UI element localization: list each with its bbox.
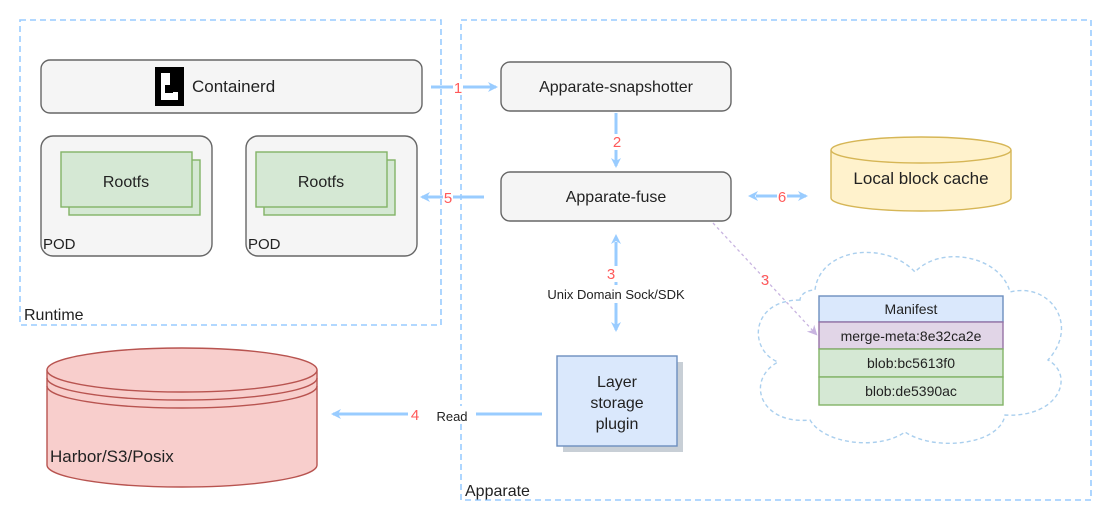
snapshotter-node: Apparate-snapshotter: [500, 61, 732, 112]
runtime-group-label: Runtime: [24, 307, 84, 324]
fuse-label: Apparate-fuse: [566, 189, 667, 206]
manifest-row-blob-1: blob:bc5613f0: [867, 355, 955, 371]
containerd-label: Containerd: [192, 77, 275, 96]
pod-2-rootfs-label: Rootfs: [298, 174, 344, 191]
edge-1: 1: [431, 79, 498, 97]
containerd-logo-icon: [155, 67, 184, 106]
runtime-group: Runtime: [19, 19, 442, 326]
edge-4-number: 4: [411, 407, 419, 424]
fuse-node: Apparate-fuse: [500, 171, 732, 222]
edge-3-manifest: 3: [712, 222, 818, 336]
snapshotter-label: Apparate-snapshotter: [539, 79, 694, 96]
manifest-row-merge-meta: merge-meta:8e32ca2e: [841, 328, 982, 344]
pod-1: Rootfs POD: [40, 135, 213, 257]
edge-2-number: 2: [613, 134, 621, 151]
pod-1-rootfs-label: Rootfs: [103, 174, 149, 191]
pod-1-label: POD: [43, 236, 76, 253]
containerd-node: Containerd: [40, 59, 423, 114]
layer-plugin-line-2: storage: [590, 395, 643, 412]
apparate-group: Apparate: [460, 19, 1092, 501]
edge-2: 2: [611, 113, 621, 168]
apparate-group-label: Apparate: [465, 483, 530, 500]
local-block-cache-label: Local block cache: [853, 169, 988, 188]
edge-3-manifest-number: 3: [761, 272, 769, 289]
edge-6: 6: [748, 188, 808, 206]
remote-storage-node: Harbor/S3/Posix: [46, 347, 318, 488]
pod-2-label: POD: [248, 236, 281, 253]
local-block-cache-node: Local block cache: [830, 136, 1012, 212]
manifest-header: Manifest: [885, 301, 938, 317]
edge-6-number: 6: [778, 189, 786, 206]
edge-5-number: 5: [444, 190, 452, 207]
layer-plugin-line-3: plugin: [596, 416, 639, 433]
edge-5: 5: [420, 189, 484, 207]
edge-3-sock: 3 Unix Domain Sock/SDK: [522, 234, 710, 332]
edge-3-sock-number: 3: [607, 266, 615, 283]
edge-4-label: Read: [436, 409, 467, 424]
edge-1-number: 1: [454, 80, 462, 97]
layer-storage-plugin-node: Layer storage plugin: [556, 355, 683, 452]
remote-storage-label: Harbor/S3/Posix: [50, 447, 174, 466]
edge-3-sock-label: Unix Domain Sock/SDK: [547, 287, 685, 302]
manifest-row-blob-2: blob:de5390ac: [865, 383, 957, 399]
pod-2: Rootfs POD: [245, 135, 418, 257]
layer-plugin-line-1: Layer: [597, 374, 638, 391]
manifest-table: Manifest merge-meta:8e32ca2e blob:bc5613…: [818, 295, 1004, 406]
edge-4: 4 Read: [331, 406, 542, 424]
